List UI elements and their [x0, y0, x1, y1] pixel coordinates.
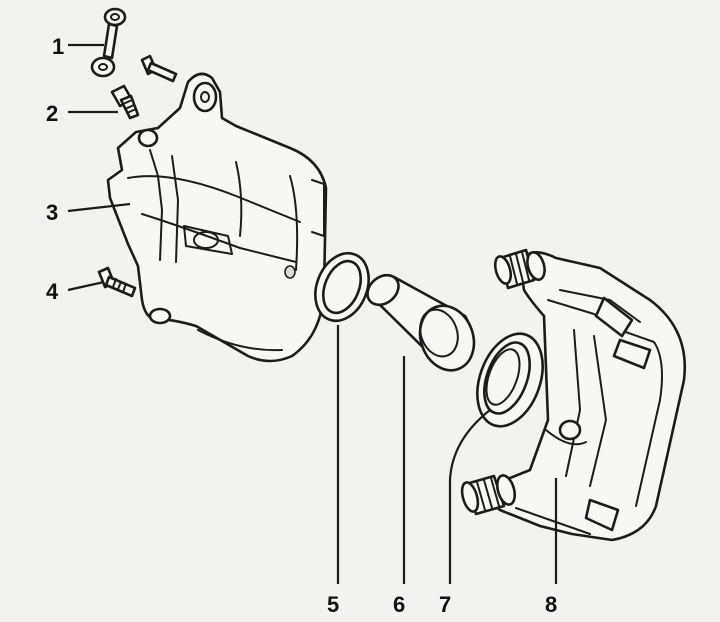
seal-ring-part: [314, 251, 370, 323]
piston-part: [366, 273, 476, 372]
callout-3-label: 3: [46, 200, 58, 225]
upper-bolt-part: [140, 54, 178, 83]
callout-7-leader: [448, 409, 491, 584]
caliper-housing-part: [106, 72, 328, 363]
bleeder-valve-part: [90, 7, 127, 78]
callout-4-label: 4: [46, 279, 59, 304]
guide-bolt-part: [97, 266, 137, 298]
callout-6-label: 6: [393, 592, 405, 617]
callout-3-leader: [67, 202, 131, 213]
callout-8-label: 8: [545, 592, 557, 617]
callout-4-leader: [67, 280, 105, 292]
callout-2-label: 2: [46, 101, 58, 126]
callout-7-label: 7: [439, 592, 451, 617]
dust-boot-part: [476, 332, 544, 428]
callout-1-label: 1: [52, 34, 64, 59]
callout-5-label: 5: [327, 592, 339, 617]
bleeder-screw-part: [110, 84, 140, 120]
carrier-bracket-part: [460, 248, 687, 542]
